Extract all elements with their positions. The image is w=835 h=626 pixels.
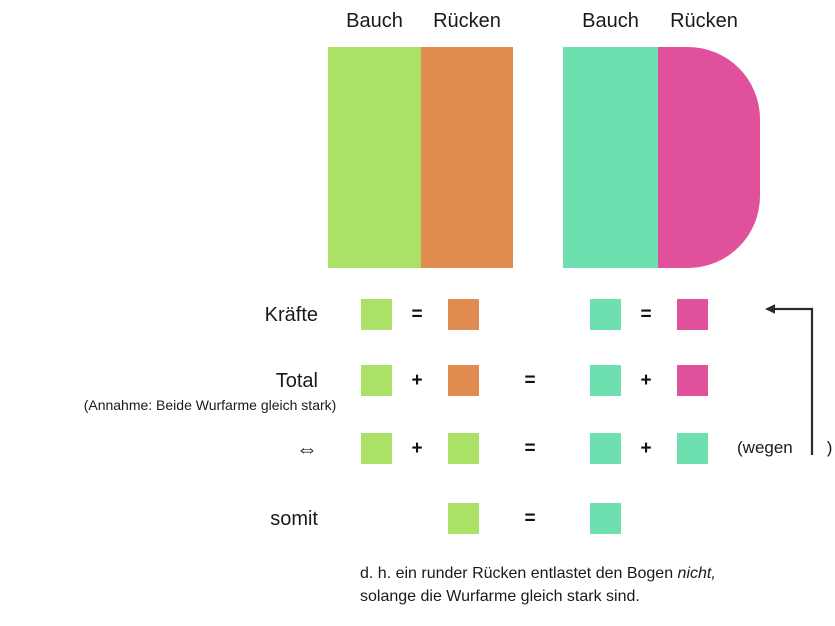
swatch-green-left-2	[448, 433, 479, 464]
swatch-green-left	[361, 365, 392, 396]
swatch-orange-left	[448, 299, 479, 330]
header-left-ruecken: Rücken	[433, 10, 501, 32]
row-label-equivalence: ⇔	[296, 436, 318, 461]
wegen-close-text: )	[826, 438, 833, 457]
conclusion-line2: solange die Wurfarme gleich stark sind.	[360, 588, 640, 605]
conclusion-line1-italic: nicht,	[677, 565, 716, 582]
header-left-bauch: Bauch	[346, 10, 403, 32]
equation-row-somit: somit =	[0, 502, 835, 536]
row-label-somit: somit	[270, 508, 318, 530]
operator-equals-middle: =	[524, 438, 536, 459]
header-right-bauch: Bauch	[582, 10, 639, 32]
limb-right-belly-block	[563, 47, 658, 268]
swatch-teal-right	[590, 365, 621, 396]
swatch-pink-right	[677, 299, 708, 330]
swatch-green-left	[361, 299, 392, 330]
operator-plus-right: +	[640, 370, 652, 391]
row-label-kraefte: Kräfte	[264, 304, 318, 326]
reference-arrow-icon	[765, 304, 814, 455]
equation-row-total: Total + = +	[0, 364, 835, 398]
wegen-open-text: (wegen	[737, 438, 793, 457]
row-label-total: Total	[275, 370, 318, 392]
limb-left-belly-block	[328, 47, 421, 268]
operator-plus-left: +	[411, 438, 423, 459]
swatch-orange-left	[448, 365, 479, 396]
operator-equals-middle: =	[524, 370, 536, 391]
swatch-green-left	[361, 433, 392, 464]
operator-plus-left: +	[411, 370, 423, 391]
swatch-teal-right	[590, 299, 621, 330]
limb-right-back-block	[658, 47, 760, 268]
swatch-teal-right	[590, 433, 621, 464]
operator-equals-result: =	[524, 508, 536, 529]
swatch-green-result	[448, 503, 479, 534]
operator-equals-right: =	[640, 304, 652, 325]
conclusion-text: d. h. ein runder Rücken entlastet den Bo…	[360, 562, 800, 608]
equation-row-equivalence: ⇔ + = +	[0, 432, 835, 466]
limb-left-back-block	[421, 47, 513, 268]
wegen-annotation: (wegen)	[737, 436, 832, 460]
equation-row-kraefte: Kräfte = =	[0, 298, 835, 332]
swatch-teal-result	[590, 503, 621, 534]
row-sublabel-annahme: (Annahme: Beide Wurfarme gleich stark)	[83, 397, 337, 413]
operator-equals-left: =	[411, 304, 423, 325]
operator-plus-right: +	[640, 438, 652, 459]
swatch-teal-right-2	[677, 433, 708, 464]
conclusion-line1-before: d. h. ein runder Rücken entlastet den Bo…	[360, 565, 678, 582]
header-right-ruecken: Rücken	[670, 10, 738, 32]
swatch-pink-right	[677, 365, 708, 396]
